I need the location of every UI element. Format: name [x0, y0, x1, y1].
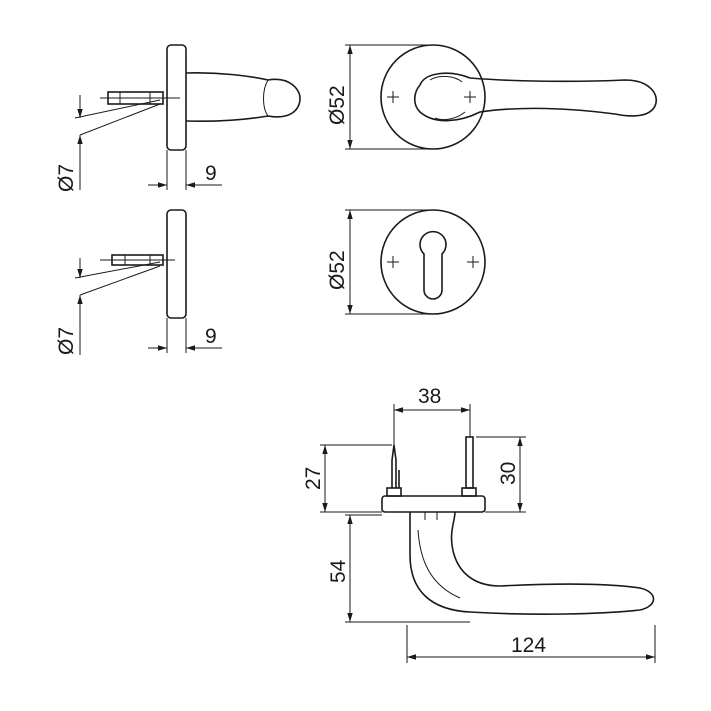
dim-pin-height-right: 30: [497, 462, 520, 485]
dimension-pin-height-left: 27: [302, 444, 392, 513]
dimension-rose-diameter-mid: Ø52: [326, 209, 433, 315]
dim-rose-thickness-top: 9: [205, 162, 217, 185]
front-view-lever-rose: [380, 44, 657, 150]
front-view-escutcheon: [380, 209, 486, 315]
dimension-pin-height-right: 30: [476, 436, 526, 513]
side-view-lever-rose: [74, 44, 301, 151]
dimension-spindle-mid: Ø7: [55, 258, 83, 355]
dimension-rose-thickness-top: 9: [148, 150, 222, 190]
dimension-handle-projection: 54: [327, 514, 470, 623]
side-view-lever-with-pins: [381, 436, 655, 615]
dim-rose-thickness-mid: 9: [205, 325, 217, 348]
dimension-pin-spacing: 38: [393, 385, 471, 445]
dim-spindle-mid: Ø7: [55, 327, 78, 355]
dim-pin-height-left: 27: [302, 467, 325, 490]
dim-handle-length: 124: [511, 634, 546, 657]
dimension-handle-length: 124: [406, 625, 656, 663]
dim-handle-projection: 54: [327, 559, 350, 583]
dim-rose-diameter-top: Ø52: [326, 85, 349, 125]
dim-rose-diameter-mid: Ø52: [326, 250, 349, 290]
dimension-spindle-top: Ø7: [55, 95, 83, 192]
dimension-rose-diameter-top: Ø52: [326, 44, 433, 150]
dim-pin-spacing: 38: [418, 385, 441, 408]
side-view-escutcheon: [74, 209, 187, 319]
dimension-rose-thickness-mid: 9: [148, 318, 222, 353]
dim-spindle-top: Ø7: [55, 164, 78, 192]
